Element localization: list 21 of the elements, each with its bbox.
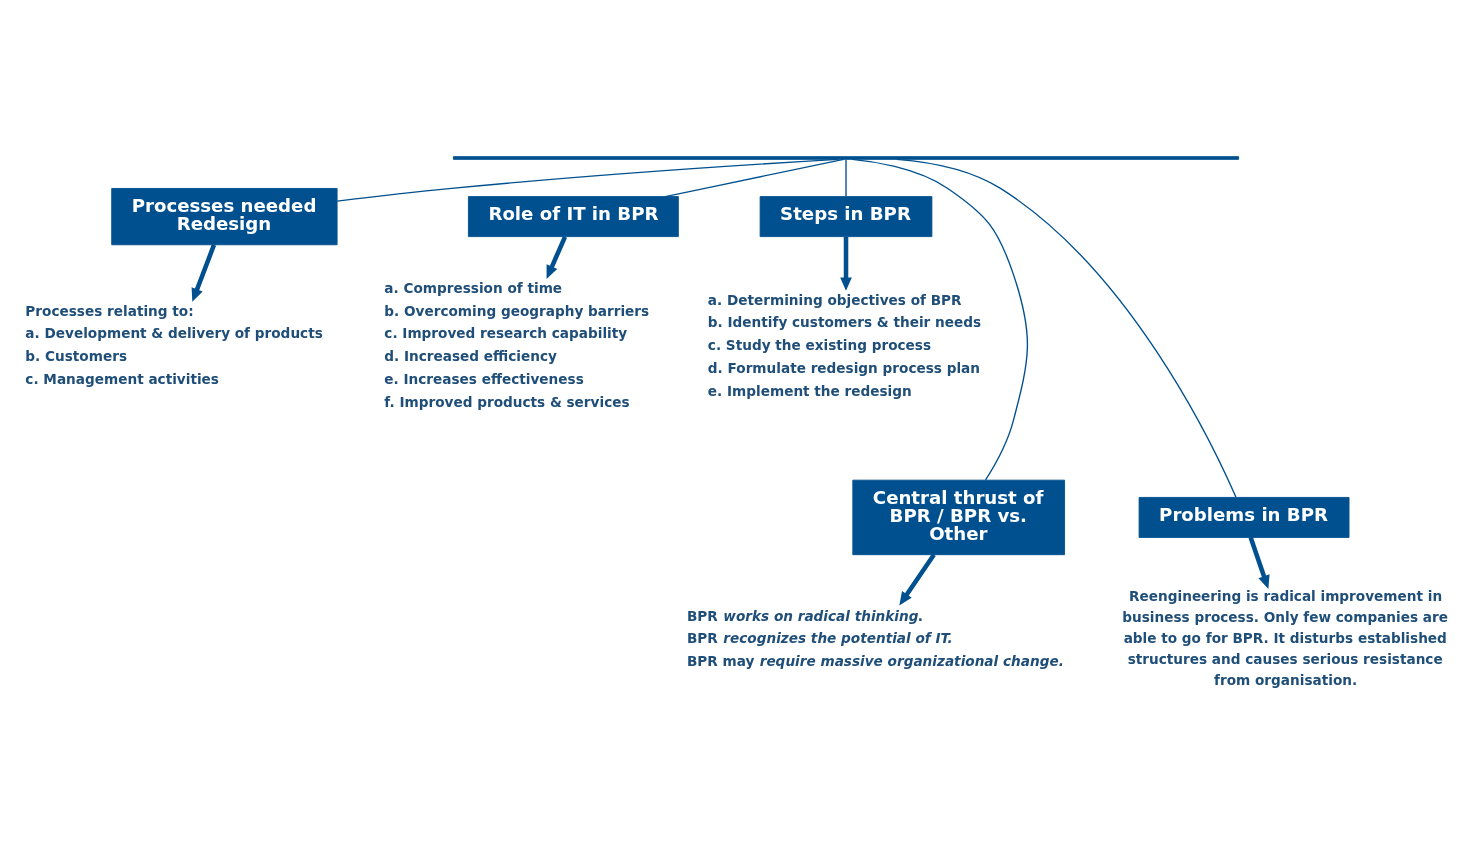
node-bar xyxy=(452,156,1240,160)
node-box: Central thrust of BPR / BPR vs. Other xyxy=(852,479,1066,556)
arrow xyxy=(546,235,567,279)
node-text: a. Determining objectives of BPR b. Identify customers & their needs c. Study the existing process d. Formulate redesign process plan e. Implement the redesign xyxy=(707,291,982,399)
node-text: Reengineering is radical improvement in business process. Only few companies are able to go for BPR. It disturbs established structures and causes serious resistance from organisation. xyxy=(1122,588,1448,689)
node-box: Role of IT in BPR xyxy=(467,196,679,238)
connector xyxy=(851,158,1029,481)
node-box: Steps in BPR xyxy=(759,196,933,238)
connector xyxy=(896,158,1237,498)
node-box: Processes needed Redesign xyxy=(111,188,338,246)
connector xyxy=(336,158,839,202)
arrow xyxy=(899,553,936,606)
arrow xyxy=(1248,536,1270,589)
node-text: Processes relating to: a. Development & delivery of products b. Customers c. Management activities xyxy=(25,302,323,387)
node-text: a. Compression of time b. Overcoming geography barriers c. Improved research capability d. Increased efficiency e. Increases effectiveness f. Improved products & services xyxy=(384,279,650,410)
arrow xyxy=(191,244,217,302)
node-box: Problems in BPR xyxy=(1138,496,1350,538)
arrow xyxy=(840,236,852,291)
connector xyxy=(845,158,847,198)
connector xyxy=(664,158,845,198)
node-text: BPR works on radical thinking. BPR recognizes the potential of IT. BPR may require massive organizational change. xyxy=(686,607,1064,670)
